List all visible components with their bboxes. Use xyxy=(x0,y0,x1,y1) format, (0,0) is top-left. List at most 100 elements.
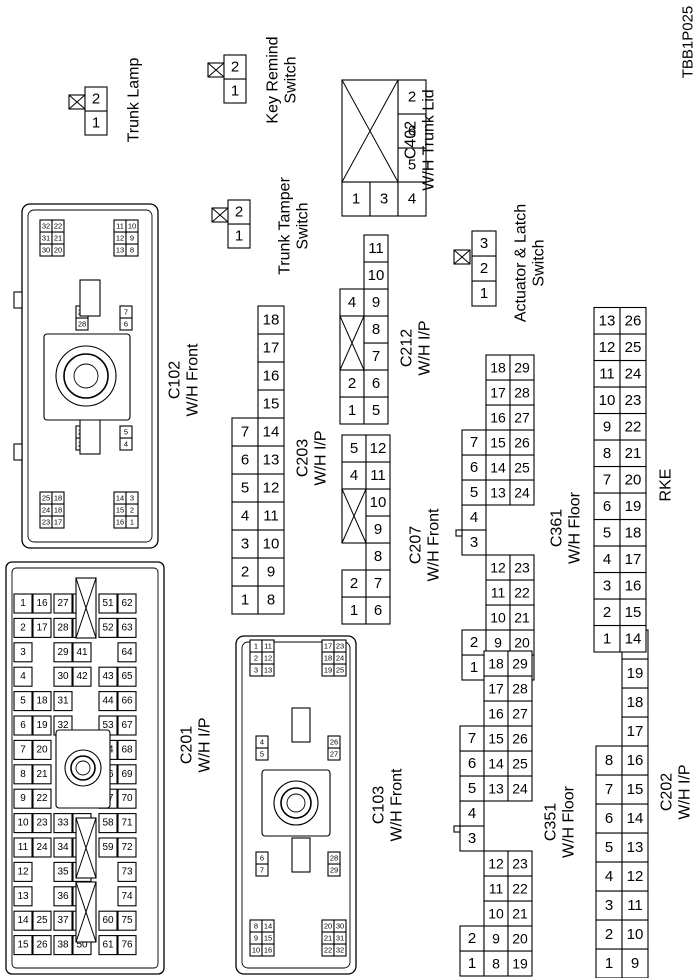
pin-cell xyxy=(341,434,367,463)
pin-number: 26 xyxy=(330,738,338,747)
pin-cell xyxy=(593,333,621,362)
pin-cell xyxy=(98,813,118,834)
pin-number: 24 xyxy=(336,654,344,663)
pin-cell xyxy=(231,557,259,587)
pin-cell xyxy=(117,886,137,907)
blank-cross xyxy=(75,881,97,943)
pin-number: 24 xyxy=(512,781,528,797)
pin-number: 16 xyxy=(264,946,272,955)
c351-connector: 1234567891011121314151617181920212223242… xyxy=(453,650,533,977)
pin-number: 73 xyxy=(121,866,133,877)
pin-cell xyxy=(53,935,73,956)
pin-number: 15 xyxy=(264,934,272,943)
pin-cell xyxy=(117,617,137,638)
pin-cell xyxy=(507,725,533,752)
pin-number: 60 xyxy=(102,915,114,926)
pin-number: 21 xyxy=(514,610,530,626)
pin-cell xyxy=(509,454,535,481)
pin-cell xyxy=(32,739,52,760)
pin-number: 1 xyxy=(254,642,258,651)
pin-cell xyxy=(72,666,92,687)
pin-number: 37 xyxy=(57,915,69,926)
c361-connector: 1234567891011121314151617181920212223242… xyxy=(455,354,535,681)
pin-cell xyxy=(593,518,621,547)
pin-number: 25 xyxy=(625,339,642,356)
pin-cell xyxy=(261,639,275,653)
pin-cell xyxy=(619,571,647,600)
pin-number: 29 xyxy=(514,360,530,376)
pin-cell xyxy=(619,412,647,441)
c102-connector: 1615141232627452324251718182829673031322… xyxy=(13,203,159,549)
pin-number: 8 xyxy=(130,246,134,255)
pin-cell xyxy=(507,850,533,877)
pin-number: 8 xyxy=(372,321,380,338)
pin-number: 43 xyxy=(102,671,114,682)
pin-number: 3 xyxy=(20,647,26,658)
pin-cell xyxy=(119,305,133,319)
pin-number: 26 xyxy=(514,435,530,451)
pin-cell xyxy=(13,861,33,882)
c402-label-line: C402 xyxy=(402,121,419,159)
pin-cell xyxy=(619,439,647,468)
pin-number: 10 xyxy=(263,536,280,553)
pin-number: 30 xyxy=(42,246,50,255)
pin-number: 24 xyxy=(42,506,50,515)
pin-cell xyxy=(471,255,497,282)
pin-number: 5 xyxy=(124,428,128,437)
rke-label-line: RKE xyxy=(658,469,675,502)
pin-number: 17 xyxy=(490,385,506,401)
pin-number: 15 xyxy=(488,731,504,747)
pin-number: 9 xyxy=(130,234,134,243)
pin-number: 62 xyxy=(121,598,133,609)
pin-number: 51 xyxy=(102,598,114,609)
pin-cell xyxy=(117,764,137,785)
pin-cell xyxy=(459,775,485,802)
pin-number: 9 xyxy=(492,931,500,947)
pin-number: 17 xyxy=(488,681,504,697)
pin-number: 14 xyxy=(264,922,272,931)
pin-cell xyxy=(485,404,511,431)
actuator-label-line: Switch xyxy=(531,239,548,286)
pin-number: 2 xyxy=(603,604,611,621)
pin-number: 24 xyxy=(36,842,48,853)
pin-number: 3 xyxy=(241,536,249,553)
pin-number: 4 xyxy=(350,467,358,484)
pin-number: 2 xyxy=(254,654,258,663)
pin-cell xyxy=(53,617,73,638)
pin-number: 10 xyxy=(490,610,506,626)
pin-cell xyxy=(341,569,367,598)
pin-cell xyxy=(53,642,73,663)
pin-cell xyxy=(119,425,133,439)
pin-cell xyxy=(595,832,623,863)
pin-number: 26 xyxy=(512,731,528,747)
pin-cell xyxy=(13,691,33,712)
pin-number: 2 xyxy=(350,575,358,592)
blank-cross xyxy=(68,94,86,110)
pin-cell xyxy=(507,900,533,927)
pin-number: 13 xyxy=(17,891,29,902)
pin-number: 14 xyxy=(490,460,506,476)
pin-number: 6 xyxy=(241,452,249,469)
pin-number: 16 xyxy=(627,752,644,769)
pin-cell xyxy=(365,569,391,598)
pin-number: 20 xyxy=(324,922,332,931)
pin-number: 7 xyxy=(260,866,264,875)
c212-label-line: C212 xyxy=(398,329,415,367)
pin-cell xyxy=(483,725,509,752)
pin-number: 42 xyxy=(76,671,88,682)
pin-number: 58 xyxy=(102,818,114,829)
pin-number: 4 xyxy=(470,509,478,526)
pin-cell xyxy=(53,837,73,858)
pin-number: 15 xyxy=(490,435,506,451)
pin-cell xyxy=(13,666,33,687)
pin-cell xyxy=(98,666,118,687)
pin-number: 13 xyxy=(627,839,644,856)
pin-number: 68 xyxy=(121,744,133,755)
pin-number: 6 xyxy=(372,375,380,392)
pin-number: 25 xyxy=(512,756,528,772)
pin-number: 75 xyxy=(121,915,133,926)
